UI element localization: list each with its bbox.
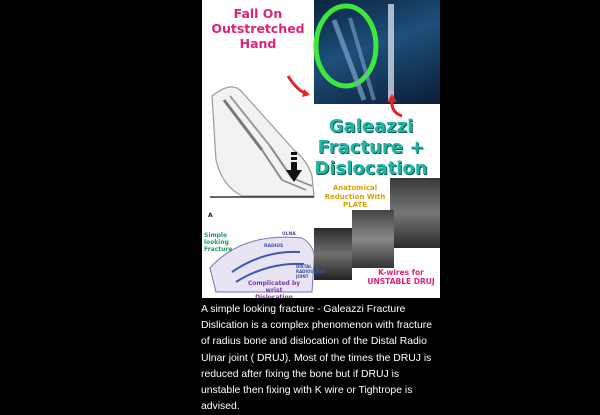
druj-label: DISTAL RADIOULNAR JOINT bbox=[296, 264, 326, 279]
reduction-label: Anatomical Reduction With PLATE bbox=[324, 184, 386, 209]
complicated-label: Complicated by wrist Dislocation bbox=[247, 280, 301, 298]
arm-illustration bbox=[209, 3, 394, 293]
xray-overlay bbox=[314, 3, 394, 101]
main-title: Galeazzi Fracture + Dislocation bbox=[314, 116, 428, 179]
simple-fracture-label: Simple looking Fracture bbox=[204, 232, 233, 253]
curved-arrow-icon bbox=[387, 94, 403, 118]
galeazzi-infographic: Fall On Outstretched Hand Galeazzi Fract… bbox=[202, 0, 440, 298]
fall-title: Fall On Outstretched Hand bbox=[211, 6, 305, 51]
panel-letter: A bbox=[208, 212, 213, 219]
ulna-label: ULNA bbox=[282, 232, 296, 237]
down-arrow-icon bbox=[286, 152, 302, 182]
post-content: Fall On Outstretched Hand Galeazzi Fract… bbox=[201, 0, 440, 412]
kwire-label: K-wires for UNSTABLE DRUJ bbox=[367, 268, 435, 286]
xray-reduction-image bbox=[352, 210, 394, 268]
xray-plate-image bbox=[390, 178, 440, 248]
xray-kwire-image bbox=[314, 228, 352, 280]
radius-label: RADIUS bbox=[264, 244, 284, 249]
post-caption: A simple looking fracture - Galeazzi Fra… bbox=[201, 304, 433, 413]
curved-arrow-icon bbox=[286, 75, 310, 97]
